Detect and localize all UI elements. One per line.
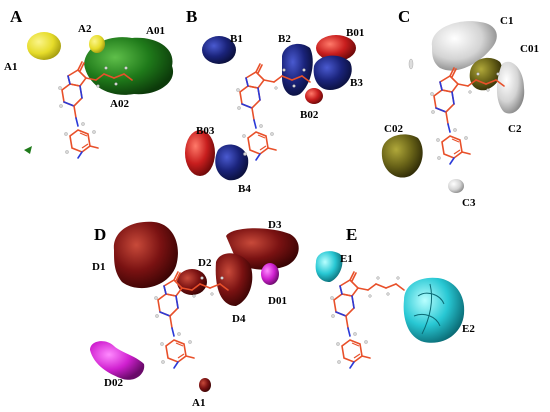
contour-e1 (315, 251, 343, 282)
panel-label-c: C (398, 7, 410, 26)
contour-label-c02: C02 (384, 123, 403, 135)
panel-d: D D1 D2 D3 D01 D4 D02 A1 (90, 219, 299, 409)
contour-label-b2: B2 (278, 33, 291, 45)
contour-label-d2: D2 (198, 257, 212, 269)
panel-label-b: B (186, 7, 197, 26)
contour-b2 (282, 43, 313, 96)
contour-e2 (403, 277, 465, 343)
contour-b4 (215, 144, 249, 181)
panel-label-d: D (94, 225, 106, 244)
contour-d-a1 (199, 378, 211, 392)
panel-a: A A1 A2 A01 A02 (4, 7, 174, 159)
contour-label-e1: E1 (340, 253, 353, 265)
contour-d02 (90, 341, 145, 380)
panel-label-a: A (10, 7, 23, 26)
contour-label-e2: E2 (462, 323, 475, 335)
contour-label-b02: B02 (300, 109, 319, 121)
contour-d01 (261, 263, 279, 285)
contour-label-a01: A01 (146, 25, 165, 37)
contour-label-b3: B3 (350, 77, 363, 89)
panel-e: E E1 E2 (315, 225, 475, 369)
contour-label-b1: B1 (230, 33, 243, 45)
contour-b01 (316, 35, 356, 61)
contour-d2 (177, 269, 207, 295)
panel-c: C C1 C01 C2 C02 C3 (381, 7, 539, 209)
contour-label-d4: D4 (232, 313, 246, 325)
contour-label-b01: B01 (346, 27, 364, 39)
panel-b: B B1 B2 B01 B3 B02 B03 B (185, 7, 364, 195)
contour-label-d1: D1 (92, 261, 105, 273)
contour-label-a02: A02 (110, 98, 129, 110)
contour-b02 (305, 88, 323, 104)
contour-label-c1: C1 (500, 15, 513, 27)
contour-c-small (408, 58, 414, 70)
contour-b1 (202, 36, 236, 64)
contour-label-b03: B03 (196, 125, 215, 137)
contour-label-d01: D01 (268, 295, 287, 307)
panel-label-e: E (346, 225, 357, 244)
contour-b3 (313, 55, 352, 90)
contour-d1 (113, 221, 178, 289)
contour-label-a1: A1 (4, 61, 17, 73)
contour-c2 (496, 61, 525, 114)
contour-label-d3: D3 (268, 219, 282, 231)
molecule-e (329, 271, 405, 369)
contour-b03 (185, 130, 215, 176)
contour-label-a2: A2 (78, 23, 92, 35)
contour-label-c3: C3 (462, 197, 476, 209)
contour-label-b4: B4 (238, 183, 251, 195)
contour-label-d-a1: A1 (192, 397, 205, 409)
contour-label-c2: C2 (508, 123, 522, 135)
contour-c02 (381, 134, 423, 178)
contour-a1 (27, 32, 61, 60)
contour-d4 (215, 253, 253, 306)
contour-c1 (431, 21, 497, 71)
contour-a2 (89, 35, 105, 53)
contour-label-d02: D02 (104, 377, 123, 389)
contour-a01 (84, 37, 174, 95)
contour-label-c01: C01 (520, 43, 539, 55)
contour-a-small (24, 146, 32, 154)
contour-c01 (469, 57, 503, 91)
contour-c3 (448, 179, 464, 193)
